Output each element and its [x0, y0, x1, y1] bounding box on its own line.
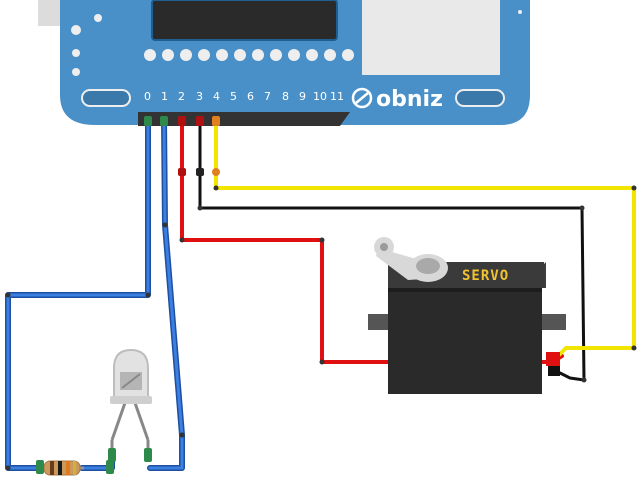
servo-lower-body	[388, 288, 542, 394]
wires	[5, 117, 636, 471]
pin-label-7: 7	[264, 90, 271, 103]
photo-interrupter-icon	[108, 348, 152, 462]
resistor-icon	[36, 460, 114, 476]
mount-slot	[81, 89, 131, 107]
mount-dot	[72, 49, 80, 57]
servo-label: SERVO	[462, 268, 509, 284]
obniz-board: 0 1 2 3 4 5 6 7 8 9 10 11 obniz	[38, 0, 530, 126]
wifi-module	[362, 0, 500, 75]
pin-label-11: 11	[330, 90, 344, 103]
servo-motor: SERVO	[368, 237, 566, 394]
usb-connector	[38, 0, 60, 26]
mount-dot	[72, 68, 80, 76]
oled-display	[151, 0, 338, 41]
pin-label-4: 4	[213, 90, 220, 103]
servo-mount-tab-right	[540, 314, 566, 330]
obniz-logo-icon	[351, 87, 373, 109]
servo-horn-icon	[374, 237, 448, 282]
pin-label-10: 10	[313, 90, 327, 103]
pin-connector-strip	[138, 112, 350, 126]
mount-dot	[518, 10, 522, 14]
pin-label-8: 8	[282, 90, 289, 103]
pin-label-1: 1	[161, 90, 168, 103]
obniz-logo-text: obniz	[376, 87, 443, 112]
obniz-logo: obniz	[351, 87, 443, 112]
pin-label-0: 0	[144, 90, 151, 103]
pin-label-3: 3	[196, 90, 203, 103]
mount-slot	[455, 89, 505, 107]
header-pin-dots	[144, 49, 354, 61]
wire-connectors	[5, 116, 637, 471]
pin-label-5: 5	[230, 90, 237, 103]
wire-pin3-black	[198, 118, 586, 382]
wire-pin4-yellow	[214, 118, 636, 360]
servo-mount-tab-left	[368, 314, 392, 330]
mount-dot	[71, 25, 81, 35]
mount-dot	[94, 14, 102, 22]
pin-label-6: 6	[247, 90, 254, 103]
pin-labels: 0 1 2 3 4 5 6 7 8 9 10 11	[144, 90, 344, 103]
pin-label-2: 2	[178, 90, 185, 103]
pin-label-9: 9	[299, 90, 306, 103]
wire-pin1-blue	[147, 117, 185, 471]
